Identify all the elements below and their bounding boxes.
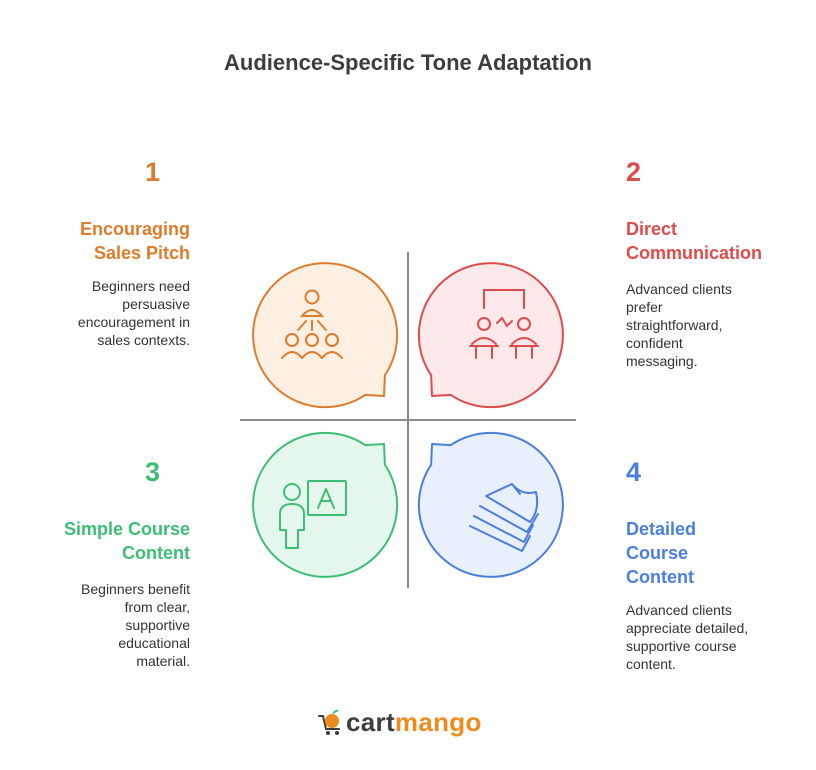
group-presentation-icon xyxy=(281,289,343,359)
quadrant-1-description: Beginners need persuasive encouragement … xyxy=(78,277,190,349)
quadrant-4-heading-line: Content xyxy=(626,567,694,587)
quadrant-4-description-line: appreciate detailed, xyxy=(626,620,749,636)
quadrant-3-description-line: from clear, xyxy=(124,599,190,615)
quadrant-3-bubble xyxy=(252,431,399,578)
quadrant-2-description-line: confident xyxy=(626,335,683,351)
quadrant-3-description-line: Beginners benefit xyxy=(81,581,190,597)
quadrant-2-heading: Direct Communication xyxy=(626,217,762,265)
quadrant-4-description-line: Advanced clients xyxy=(626,602,732,618)
quadrant-2-description-line: prefer xyxy=(626,299,663,315)
quadrant-1-description-line: Beginners need xyxy=(91,278,190,294)
quadrant-2-description-line: Advanced clients xyxy=(626,281,732,297)
quadrant-3-heading-line: Simple Course xyxy=(63,519,190,539)
quadrant-4-heading: Detailed Course Content xyxy=(626,517,696,589)
quadrant-1-heading-line: Sales Pitch xyxy=(93,243,190,263)
quadrant-4-heading-line: Course xyxy=(626,543,689,563)
quadrant-3-description-line: material. xyxy=(136,653,190,669)
mango-cart-icon xyxy=(318,709,340,735)
quadrant-3-description-line: supportive xyxy=(125,617,190,633)
quadrant-4-description: Advanced clients appreciate detailed, su… xyxy=(626,601,748,673)
quadrant-2-description: Advanced clients prefer straightforward,… xyxy=(626,280,732,370)
speech-bubble-shape xyxy=(252,262,399,409)
quadrant-1-heading: Encouraging Sales Pitch xyxy=(80,217,190,265)
quadrant-2-bubble xyxy=(417,262,564,409)
quadrant-2-description-line: messaging. xyxy=(626,353,698,369)
quadrant-4-bubble xyxy=(417,431,564,578)
quadrant-3-heading-line: Content xyxy=(122,543,190,563)
quadrant-3-description: Beginners benefit from clear, supportive… xyxy=(81,580,190,670)
two-people-communicating-icon xyxy=(469,289,539,359)
logo-word-mango: mango xyxy=(394,706,482,737)
quadrant-1-description-line: sales contexts. xyxy=(97,332,190,348)
quadrant-4-heading-line: Detailed xyxy=(626,519,697,539)
papers-stack-icon xyxy=(469,483,539,552)
quadrant-4-number: 4 xyxy=(626,457,642,487)
quadrant-3-number: 3 xyxy=(145,457,161,487)
quadrant-2-heading-line: Direct xyxy=(626,219,678,239)
quadrant-1-bubble xyxy=(252,262,399,409)
quadrant-3-description-line: educational xyxy=(118,635,190,651)
quadrant-2-number: 2 xyxy=(626,157,642,187)
speech-bubble-shape xyxy=(252,431,399,578)
quadrant-1-description-line: encouragement in xyxy=(77,314,190,330)
quadrant-4-description-line: content. xyxy=(626,656,676,672)
quadrant-2-description-line: straightforward, xyxy=(626,317,723,333)
quadrant-1-number: 1 xyxy=(145,157,161,187)
quadrant-4-description-line: supportive course xyxy=(626,638,737,654)
logo-word-cart: cart xyxy=(346,706,395,737)
quadrant-1-description-line: persuasive xyxy=(122,296,190,312)
teacher-board-icon xyxy=(279,480,347,549)
quadrant-3-heading: Simple Course Content xyxy=(64,517,190,565)
quadrant-2-heading-line: Communication xyxy=(626,243,763,263)
speech-bubble-shape xyxy=(417,262,564,409)
speech-bubble-shape xyxy=(417,431,564,578)
quadrant-1-heading-line: Encouraging xyxy=(79,219,190,239)
diagram-title: Audience-Specific Tone Adaptation xyxy=(224,50,592,75)
